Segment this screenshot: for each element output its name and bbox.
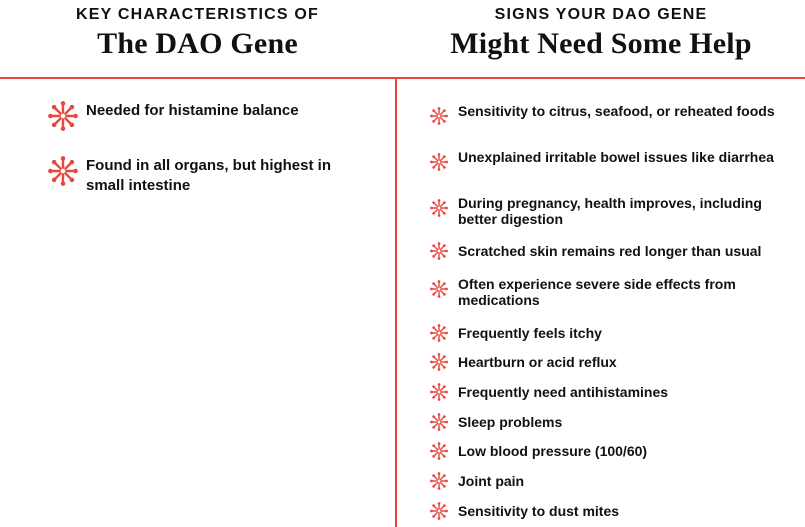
asterisk-burst-icon	[430, 502, 448, 520]
asterisk-burst-icon	[48, 101, 78, 131]
right-headline: Might Need Some Help	[450, 27, 752, 60]
asterisk-burst-icon	[430, 280, 448, 298]
asterisk-burst-icon	[48, 156, 78, 186]
horizontal-divider	[0, 77, 805, 79]
asterisk-burst-icon	[430, 353, 448, 371]
right-item-text: Sensitivity to citrus, seafood, or rehea…	[458, 103, 775, 119]
right-item-text: Unexplained irritable bowel issues like …	[458, 149, 774, 165]
right-item-text: Sleep problems	[458, 414, 563, 430]
left-item-text: Needed for histamine balance	[86, 102, 299, 119]
right-item-text: Heartburn or acid reflux	[458, 354, 617, 370]
asterisk-burst-icon	[430, 107, 448, 125]
left-headline: The DAO Gene	[97, 27, 298, 60]
right-item-text: Often experience severe side effects fro…	[458, 276, 736, 308]
asterisk-burst-icon	[430, 242, 448, 260]
right-item-text: Low blood pressure (100/60)	[458, 443, 648, 459]
asterisk-burst-icon	[430, 413, 448, 431]
right-item-text: Frequently feels itchy	[458, 325, 602, 341]
asterisk-burst-icon	[430, 472, 448, 490]
right-item-text: Frequently need antihistamines	[458, 384, 669, 400]
right-item-text: Sensitivity to dust mites	[458, 503, 620, 519]
asterisk-burst-icon	[430, 383, 448, 401]
left-item-text: Found in all organs, but highest in smal…	[86, 157, 331, 194]
asterisk-burst-icon	[430, 199, 448, 217]
asterisk-burst-icon	[430, 324, 448, 342]
right-item-text: Joint pain	[458, 473, 525, 489]
vertical-divider	[395, 77, 397, 527]
right-kicker: SIGNS YOUR DAO GENE	[494, 6, 708, 23]
right-item-text: During pregnancy, health improves, inclu…	[458, 195, 762, 227]
left-kicker: KEY CHARACTERISTICS OF	[75, 6, 319, 23]
right-item-text: Scratched skin remains red longer than u…	[458, 243, 762, 259]
asterisk-burst-icon	[430, 153, 448, 171]
asterisk-burst-icon	[430, 442, 448, 460]
